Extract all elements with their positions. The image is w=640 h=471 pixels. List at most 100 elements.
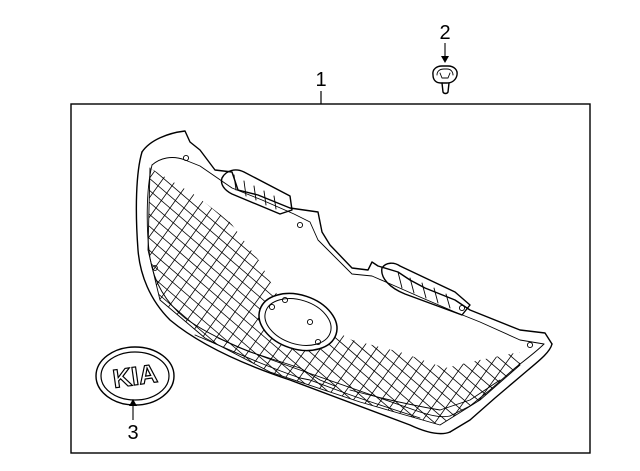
mesh-line (211, 168, 520, 425)
grille (0, 100, 640, 460)
mesh-line (148, 168, 451, 425)
mesh-line (148, 168, 199, 425)
mesh-line (0, 100, 10, 460)
mesh-line (519, 168, 520, 425)
emblem-lettering: KIA (111, 358, 160, 394)
right-vent (381, 262, 471, 316)
mesh-line (0, 100, 108, 460)
mesh-line (421, 168, 520, 425)
mesh-line (148, 168, 277, 425)
kia-emblem: KIA (95, 346, 175, 406)
mesh-line (197, 168, 520, 425)
mesh-line (534, 100, 640, 460)
mesh-line (351, 168, 520, 425)
mesh-line (337, 168, 520, 425)
callout-2[interactable]: 2 (439, 22, 451, 63)
mesh-line (576, 100, 640, 460)
mesh-line (148, 168, 395, 425)
mesh-line (148, 168, 465, 425)
mesh-line (0, 100, 80, 460)
mesh-line (365, 168, 520, 425)
mesh-line (590, 100, 640, 460)
mesh-line (148, 168, 520, 425)
mesh-line (0, 100, 94, 460)
callout-3-label: 3 (127, 422, 138, 444)
mesh-line (239, 168, 520, 425)
mesh-line (548, 100, 640, 460)
mesh-line (0, 100, 100, 460)
mesh-line (421, 168, 520, 425)
mesh-line (0, 100, 122, 460)
mesh-line (148, 168, 179, 425)
mesh-line (148, 168, 333, 425)
mesh-line (148, 168, 297, 425)
mesh-line (0, 100, 30, 460)
mesh-line (148, 168, 165, 425)
mesh-line (148, 168, 347, 425)
clip-part (432, 65, 458, 95)
mesh-line (393, 168, 520, 425)
mesh-line (148, 168, 339, 425)
mesh-line (0, 100, 52, 460)
callout-1-label: 1 (315, 69, 326, 91)
mesh-line (148, 168, 227, 425)
mesh-line (323, 168, 520, 425)
mesh-line (155, 168, 520, 425)
grille-mesh (0, 100, 640, 460)
mesh-line (604, 100, 640, 460)
mesh-line (309, 168, 520, 425)
mesh-line (148, 168, 353, 425)
mesh-line (148, 168, 235, 425)
mesh-line (519, 168, 520, 425)
mount-hole (458, 304, 466, 312)
mesh-line (562, 100, 640, 460)
mesh-line (0, 100, 86, 460)
mesh-line (148, 168, 241, 425)
callout-1[interactable]: 1 (315, 69, 327, 104)
mesh-line (148, 168, 403, 425)
mesh-line (148, 168, 389, 425)
mesh-line (435, 168, 520, 425)
mesh-line (148, 168, 305, 425)
mesh-line (0, 100, 66, 460)
mount-hole (526, 341, 534, 349)
mesh-line (505, 168, 520, 425)
mesh-line (295, 168, 520, 425)
mesh-line (0, 100, 72, 460)
mesh-line (148, 168, 151, 425)
mesh-line (491, 168, 520, 425)
mesh-line (562, 100, 640, 460)
mesh-line (435, 168, 520, 425)
mesh-line (267, 168, 520, 425)
mesh-line (148, 168, 520, 425)
mesh-line (148, 168, 193, 425)
mesh-line (477, 168, 520, 425)
mesh-line (0, 100, 38, 460)
mesh-line (618, 100, 640, 460)
mesh-line (632, 100, 640, 460)
mesh-line (0, 100, 114, 460)
mesh-line (618, 100, 640, 460)
mesh-line (281, 168, 520, 425)
mesh-line (449, 168, 520, 425)
callout-3[interactable]: 3 (127, 399, 139, 444)
left-vent (220, 169, 293, 215)
mesh-line (148, 168, 507, 425)
mesh-line (0, 100, 44, 460)
mesh-line (0, 100, 16, 460)
mesh-line (0, 100, 2, 460)
mesh-line (407, 168, 520, 425)
mesh-line (548, 100, 640, 460)
mesh-line (576, 100, 640, 460)
mesh-line (463, 168, 520, 425)
mesh-line (0, 100, 24, 460)
mesh-line (477, 168, 520, 425)
mesh-line (148, 168, 213, 425)
mesh-line (148, 168, 409, 425)
mesh-line (169, 168, 520, 425)
mesh-line (148, 168, 249, 425)
mesh-line (148, 168, 361, 425)
mesh-line (351, 168, 520, 425)
